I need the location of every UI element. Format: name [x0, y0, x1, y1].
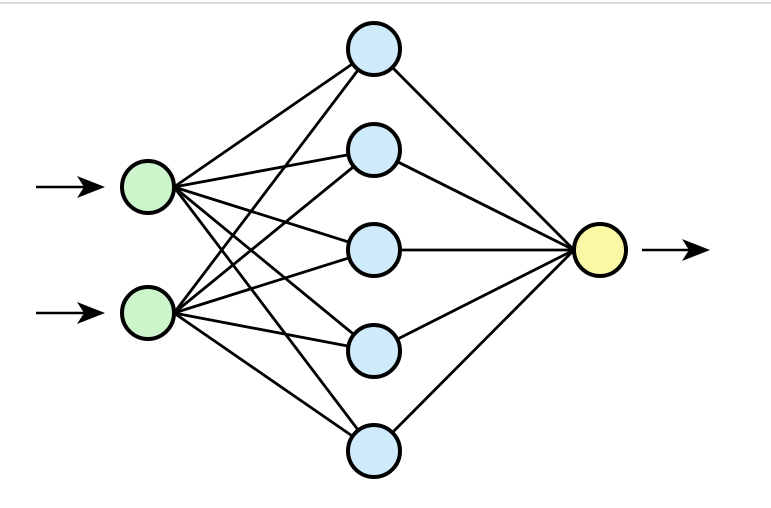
hidden-node-3: [346, 222, 402, 278]
edge-i2-h4: [172, 311, 376, 353]
edge-h4-o1: [372, 248, 576, 353]
hidden-node-4: [346, 323, 402, 379]
edge-i1-h1: [172, 47, 376, 189]
edge-i1-h5: [172, 185, 376, 453]
edge-i2-h2: [172, 148, 376, 315]
hidden-node-1: [346, 21, 402, 77]
edge-h5-o1: [372, 248, 576, 453]
output-node-1: [572, 222, 628, 278]
edge-i1-h3: [172, 185, 376, 252]
edge-h2-o1: [372, 148, 576, 252]
hidden-node-2: [346, 122, 402, 178]
hidden-node-5: [346, 423, 402, 479]
edge-i2-h1: [172, 47, 376, 315]
input-arrow-2-head-icon: [77, 302, 105, 324]
edge-h1-o1: [372, 47, 576, 252]
output-arrow-head-icon: [682, 239, 710, 261]
input-node-2: [120, 285, 176, 341]
input-arrow-1-head-icon: [77, 176, 105, 198]
edge-i2-h3: [172, 248, 376, 315]
input-node-1: [120, 159, 176, 215]
edge-i1-h4: [172, 185, 376, 353]
edge-i2-h5: [172, 311, 376, 453]
edge-i1-h2: [172, 148, 376, 189]
